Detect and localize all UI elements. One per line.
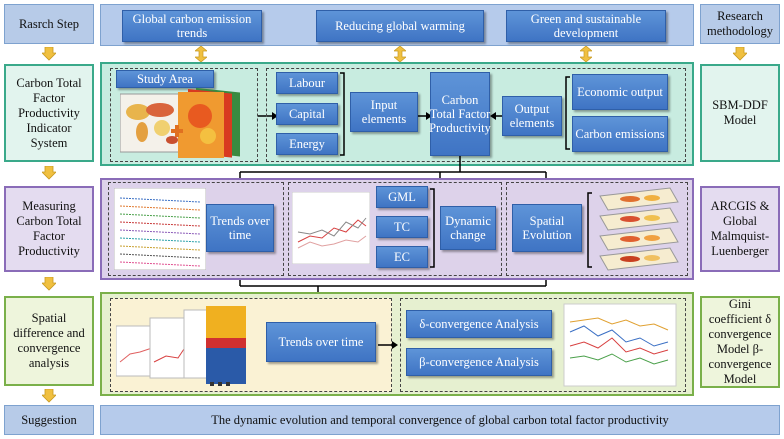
down-arrow-icon (41, 46, 57, 61)
energy-label: Energy (289, 137, 325, 151)
method-sbm: SBM-DDF Model (700, 64, 780, 162)
method-gini-label: Gini coefficient δ convergence Model β-c… (708, 297, 772, 386)
trends-over-time-label: Trends over time (210, 214, 270, 242)
ctfp-box: Carbon Total Factor Productivity (429, 72, 491, 156)
input-elements-label: Input elements (361, 98, 407, 126)
bracket-icon (340, 72, 348, 156)
plus-icon (171, 124, 183, 137)
energy-box: Energy (276, 133, 338, 155)
bracket-icon (562, 76, 570, 150)
method-header: Research methodology (700, 4, 780, 44)
capital-label: Capital (288, 107, 326, 121)
labour-label: Labour (288, 76, 326, 90)
spatial-evolution-box: Spatial Evolution (512, 204, 582, 252)
goal-carbon-trends: Global carbon emission trends (122, 10, 262, 42)
step-measuring: Measuring Carbon Total Factor Productivi… (4, 186, 94, 272)
bracket-icon (430, 188, 438, 268)
trends-box (108, 182, 284, 276)
goal-green: Green and sustainable development (506, 10, 666, 42)
step-suggestion-label: Suggestion (21, 412, 77, 427)
down-arrow-icon (732, 46, 748, 61)
tc-box: TC (376, 216, 428, 238)
method-sbm-label: SBM-DDF Model (712, 98, 768, 127)
step-suggestion: Suggestion (4, 405, 94, 435)
dynamic-change-box: Dynamic change (440, 206, 496, 250)
step-spatial-label: Spatial difference and convergence analy… (13, 311, 85, 370)
down-arrow-icon (41, 276, 57, 291)
ec-box: EC (376, 246, 428, 268)
elements-box (266, 68, 686, 162)
goal-warming-label: Reducing global warming (335, 19, 465, 33)
arrow-right-icon (418, 108, 432, 120)
labour-box: Labour (276, 72, 338, 94)
step-research: Rasrch Step (4, 4, 94, 44)
beta-convergence-label: β-convergence Analysis (419, 355, 539, 369)
dynamic-box (288, 182, 502, 276)
output-elements-box: Output elements (502, 96, 562, 136)
trends3-over-time-box: Trends over time (266, 322, 376, 362)
method-gini: Gini coefficient δ convergence Model β-c… (700, 296, 780, 388)
carbon-emissions-label: Carbon emissions (575, 127, 665, 141)
conclusion-bar: The dynamic evolution and temporal conve… (100, 405, 780, 435)
ctfp-label: Carbon Total Factor Productivity (429, 93, 491, 135)
carbon-emissions-box: Carbon emissions (572, 116, 668, 152)
world-map-image (119, 90, 194, 154)
capital-box: Capital (276, 103, 338, 125)
heat-map-image (178, 86, 244, 160)
goal-green-label: Green and sustainable development (530, 12, 642, 40)
step-research-label: Rasrch Step (18, 16, 80, 31)
economic-output-box: Economic output (572, 74, 668, 110)
trend-lines-image (113, 187, 207, 271)
output-elements-label: Output elements (509, 102, 555, 130)
tc-label: TC (394, 220, 410, 234)
method-header-label: Research methodology (707, 9, 773, 38)
double-arrow-icon (194, 45, 208, 63)
step-ctfp-system: Carbon Total Factor Productivity Indicat… (4, 64, 94, 162)
step-ctfp-label: Carbon Total Factor Productivity Indicat… (16, 75, 82, 150)
goal-warming: Reducing global warming (316, 10, 484, 42)
input-elements-box: Input elements (350, 92, 418, 132)
economic-output-label: Economic output (577, 85, 663, 99)
gml-box: GML (376, 186, 428, 208)
bracket-icon (584, 192, 592, 268)
spatial-evolution-label: Spatial Evolution (522, 214, 572, 242)
beta-convergence-box: β-convergence Analysis (406, 348, 552, 376)
down-arrow-icon (41, 165, 57, 180)
dynamic-change-label: Dynamic change (445, 214, 491, 242)
trends-over-time-box: Trends over time (206, 204, 274, 252)
trends3-over-time-label: Trends over time (278, 335, 364, 349)
goal-carbon-trends-label: Global carbon emission trends (132, 12, 252, 40)
step-spatial: Spatial difference and convergence analy… (4, 296, 94, 386)
method-arcgis-label: ARCGIS & Global Malmquist-Luenberger (710, 199, 770, 258)
gml-label: GML (388, 190, 416, 204)
arrow-right-icon (378, 337, 398, 349)
spatial-box (506, 182, 688, 276)
convergence-chart-image (560, 302, 680, 388)
study-area-box (110, 68, 258, 162)
charts-collage-image (115, 302, 266, 390)
study-area-label: Study Area (137, 72, 193, 86)
ec-label: EC (394, 250, 410, 264)
step-measuring-label: Measuring Carbon Total Factor Productivi… (16, 199, 82, 258)
double-arrow-icon (579, 45, 593, 63)
convergence-box (400, 298, 686, 392)
sigma-convergence-box: δ-convergence Analysis (406, 310, 552, 338)
sigma-convergence-label: δ-convergence Analysis (419, 317, 539, 331)
maps-stack-image (594, 186, 684, 274)
conclusion-label: The dynamic evolution and temporal conve… (211, 412, 669, 427)
method-arcgis: ARCGIS & Global Malmquist-Luenberger (700, 186, 780, 272)
down-arrow-icon (41, 388, 57, 403)
dynamic-chart-image (291, 191, 371, 265)
double-arrow-icon (393, 45, 407, 63)
study-area-label-box: Study Area (116, 70, 214, 88)
arrow-right-icon (258, 108, 278, 120)
